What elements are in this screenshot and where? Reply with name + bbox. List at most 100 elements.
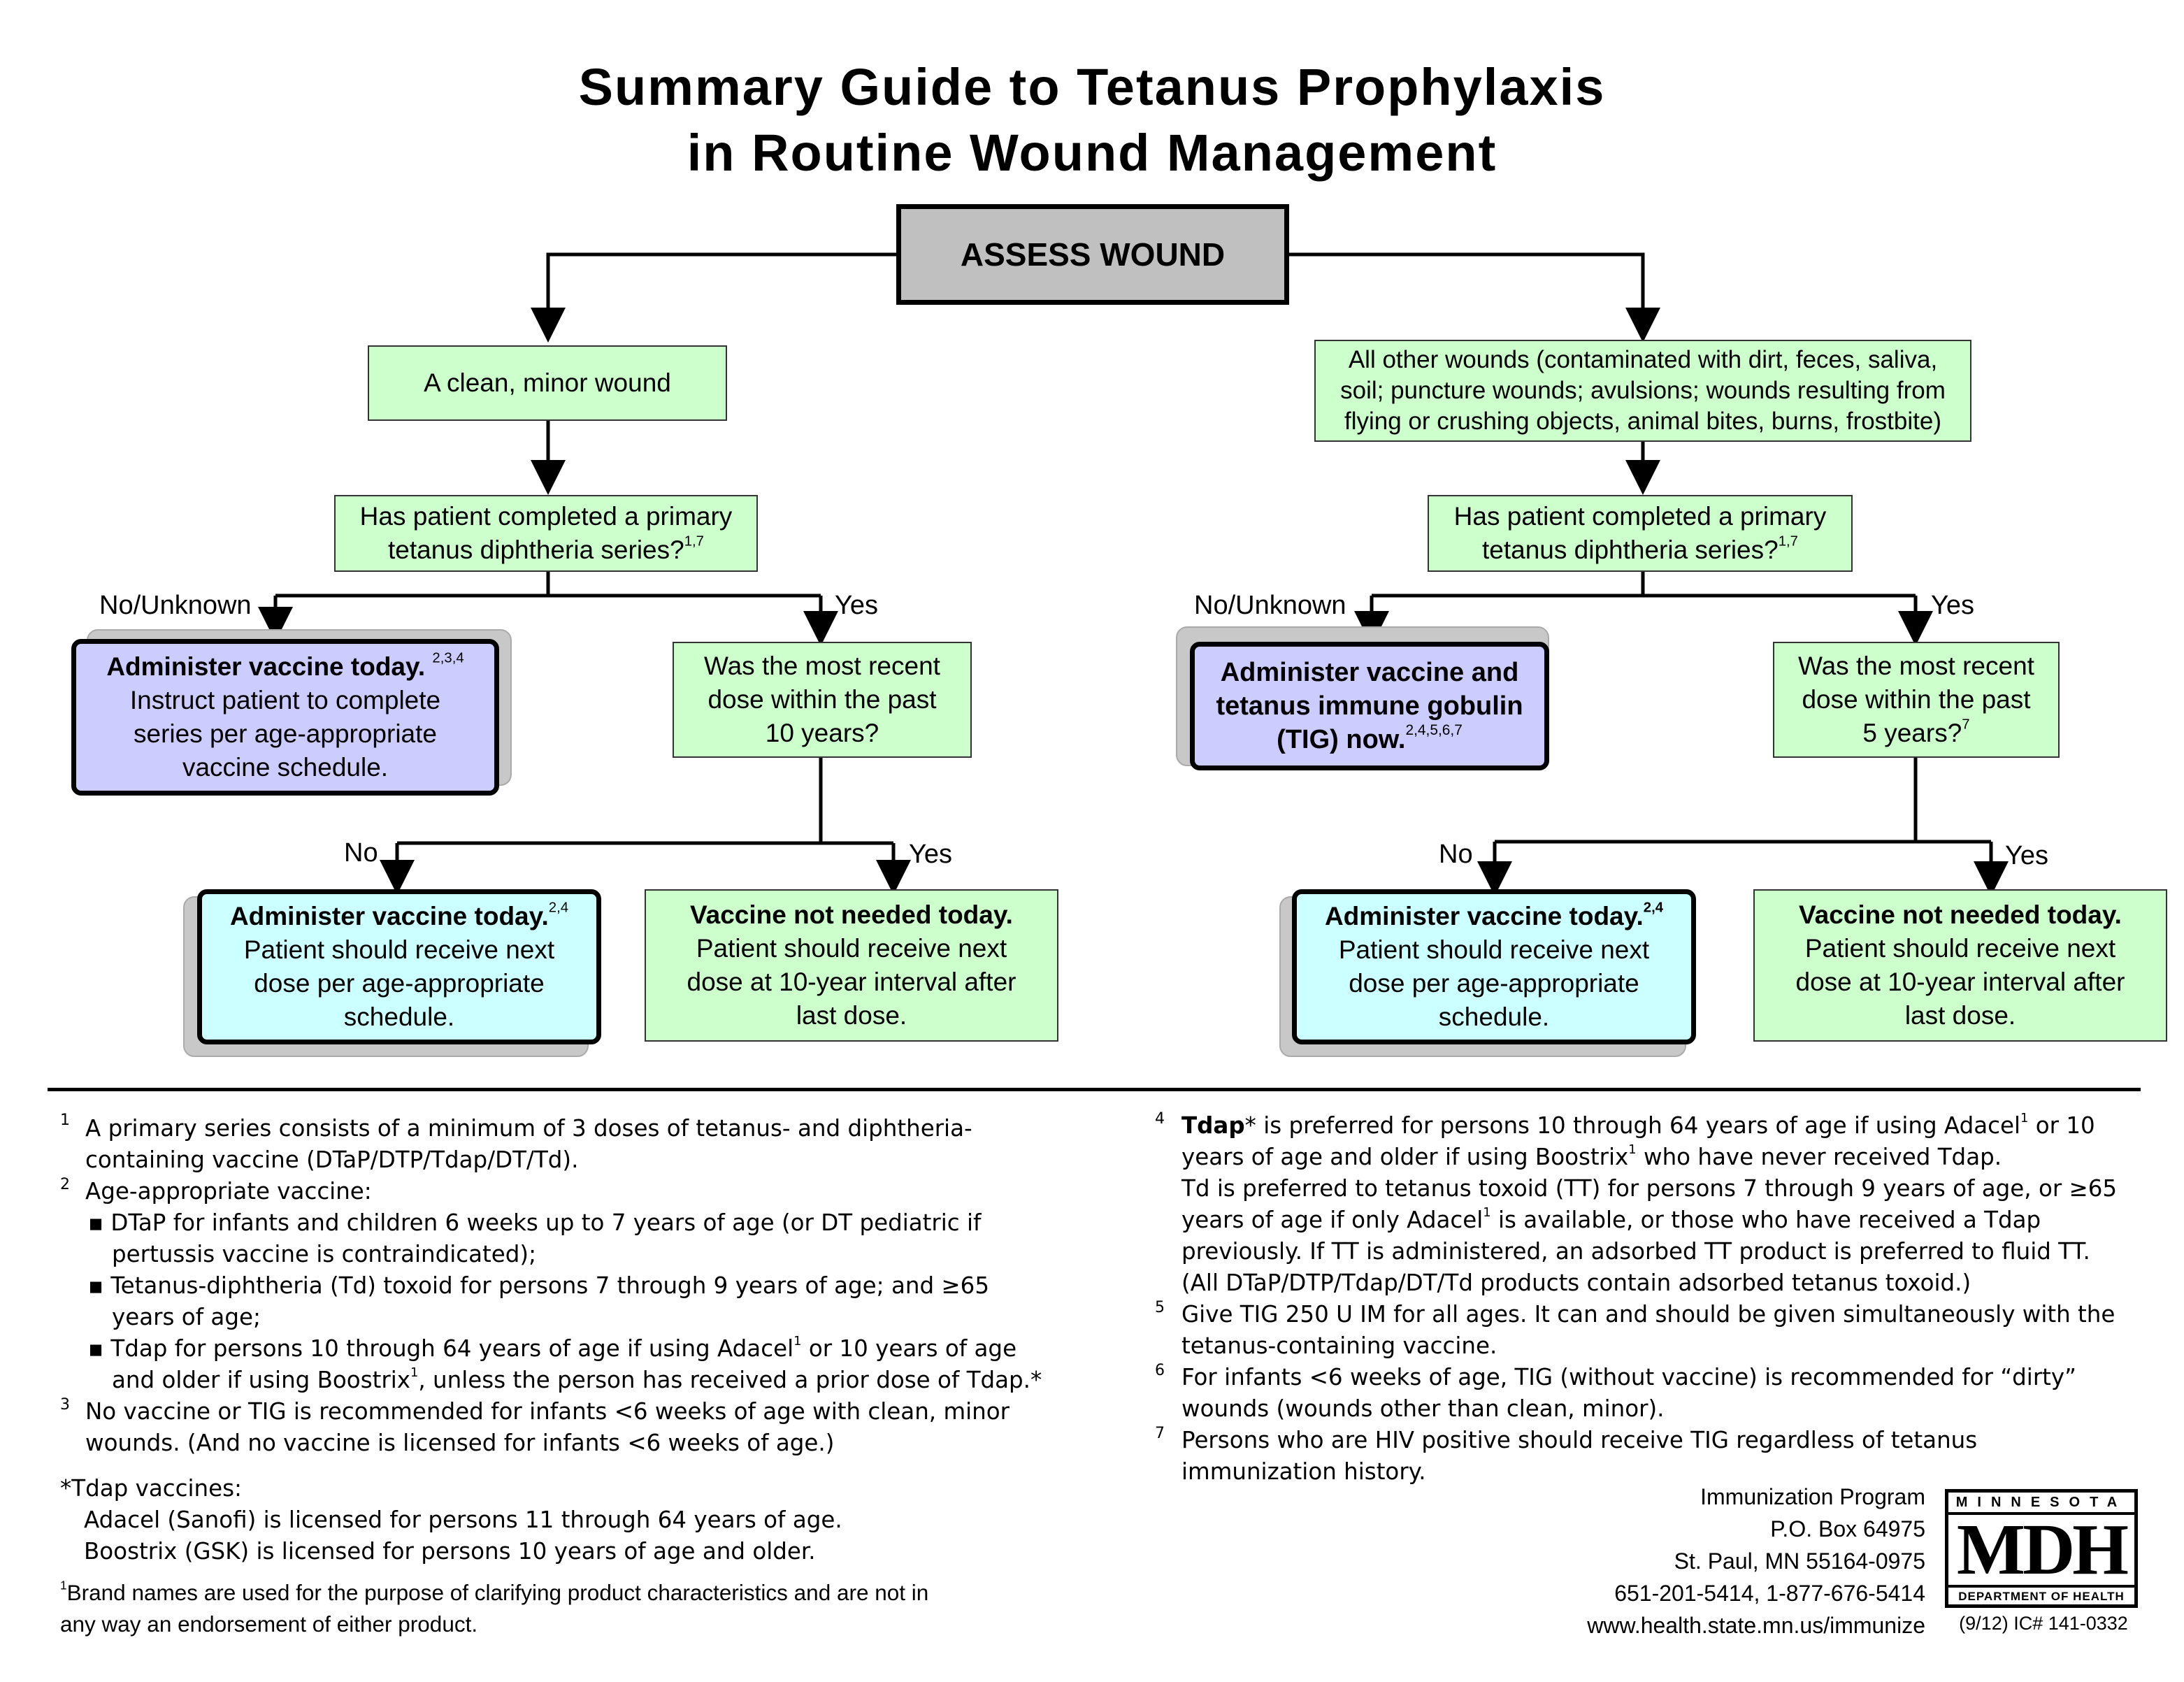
footnote-1: A primary series consists of a minimum o… — [60, 1113, 1109, 1176]
footnote-3: 3 No vaccine or TIG is recommended for i… — [60, 1396, 1109, 1459]
right-wound-line1: All other wounds (contaminated with dirt… — [1348, 346, 1938, 373]
address-website[interactable]: www.health.state.mn.us/immunize — [1587, 1613, 1925, 1638]
logo-state: MINNESOTA — [1948, 1493, 2134, 1515]
right-wound-line3: flying or crushing objects, animal bites… — [1344, 408, 1941, 435]
fn2-b3-line1: ▪ Tdap for persons 10 through 64 years o… — [88, 1333, 1017, 1362]
right-yes2-label: Yes — [2005, 841, 2048, 870]
fn4-line1: Tdap* is preferred for persons 10 throug… — [1181, 1110, 2095, 1139]
connector-right-question-split — [1372, 572, 1916, 598]
address-program: Immunization Program — [1700, 1484, 1925, 1509]
left-nn-head: Vaccine not needed today. — [690, 900, 1013, 929]
right-wound-line2: soil; puncture wounds; avulsions; wounds… — [1340, 377, 1946, 404]
connector-left-q2-split — [397, 758, 893, 845]
right-next-head: Administer vaccine today.2,4 — [1324, 900, 1664, 930]
left-no2-label: No — [344, 838, 378, 868]
title-line-1: Summary Guide to Tetanus Prophylaxis — [578, 58, 1606, 116]
right-question-primary-series: Has patient completed a primary tetanus … — [1428, 495, 1853, 572]
fn1-line1: A primary series consists of a minimum o… — [85, 1115, 972, 1142]
fn2-bullet2: ▪ Tetanus-diphtheria (Td) toxoid for per… — [60, 1270, 1109, 1333]
logo-mdh: MDH — [1956, 1509, 2129, 1590]
address-po-box: P.O. Box 64975 — [1770, 1516, 1925, 1541]
assess-wound-box: ASSESS WOUND — [896, 204, 1289, 305]
right-q1-line2: tetanus diphtheria series?1,7 — [1482, 533, 1798, 564]
right-question-recent-dose: Was the most recent dose within the past… — [1773, 642, 2060, 758]
footnote-number-1: 1 — [60, 1112, 70, 1129]
brand-line1: 1Brand names are used for the purpose of… — [60, 1578, 929, 1605]
fn1-line2: containing vaccine (DTaP/DTP/Tdap/DT/Td)… — [85, 1147, 579, 1173]
footnotes-right: 4 Tdap* is preferred for persons 10 thro… — [1155, 1110, 2162, 1488]
right-tig-line2: tetanus immune gobulin — [1216, 691, 1523, 721]
right-q2-line1: Was the most recent — [1798, 652, 2034, 680]
address-city: St. Paul, MN 55164-0975 — [1674, 1548, 1925, 1574]
fn2-bullet3: ▪ Tdap for persons 10 through 64 years o… — [60, 1333, 1109, 1396]
left-next-head: Administer vaccine today.2,4 — [229, 900, 569, 930]
left-q2-line1: Was the most recent — [704, 652, 940, 680]
fn6-line1: For infants <6 weeks of age, TIG (withou… — [1181, 1364, 2076, 1390]
right-q2-line3: 5 years?7 — [1862, 717, 1970, 747]
tdap-adacel: Adacel (Sanofi) is licensed for persons … — [84, 1507, 842, 1533]
left-vac-line2: Instruct patient to complete — [129, 686, 441, 714]
fn2-b1-line1: ▪ DTaP for infants and children 6 weeks … — [88, 1209, 982, 1236]
fn2-b2-line1: ▪ Tetanus-diphtheria (Td) toxoid for per… — [88, 1272, 990, 1299]
fn4-line2: years of age and older if using Boostrix… — [1181, 1142, 2002, 1170]
footnote-number-5: 5 — [1155, 1299, 1165, 1316]
right-q2-line2: dose within the past — [1802, 685, 2031, 714]
mdh-logo: MINNESOTA MDH DEPARTMENT OF HEALTH — [1945, 1489, 2138, 1608]
left-next-line4: schedule. — [343, 1002, 455, 1031]
left-vac-head: Administer vaccine today. 2,3,4 — [106, 650, 464, 681]
left-administer-vaccine-box: Administer vaccine today. 2,3,4 Instruct… — [71, 639, 499, 796]
footnote-2: 2 Age-appropriate vaccine: ▪ DTaP for in… — [60, 1176, 1109, 1396]
left-q2-line3: 10 years? — [765, 719, 879, 747]
left-wound-box: A clean, minor wound — [368, 345, 727, 421]
left-no-unknown-label: No/Unknown — [99, 591, 252, 620]
left-nn-line2: Patient should receive next — [696, 934, 1007, 963]
right-nn-line4: last dose. — [1904, 1001, 2016, 1030]
right-administer-vaccine-tig-box: Administer vaccine and tetanus immune go… — [1190, 642, 1549, 770]
fn4-line6: (All DTaP/DTP/Tdap/DT/Td products contai… — [1181, 1270, 1971, 1296]
fn2-bullet1: ▪ DTaP for infants and children 6 weeks … — [60, 1207, 1109, 1270]
tdap-boostrix: Boostrix (GSK) is licensed for persons 1… — [84, 1538, 816, 1565]
fn7-line1: Persons who are HIV positive should rece… — [1181, 1427, 1978, 1453]
tdap-heading: *Tdap vaccines: — [60, 1475, 242, 1502]
footnote-number-4: 4 — [1155, 1110, 1165, 1128]
right-not-needed-box: Vaccine not needed today. Patient should… — [1753, 889, 2167, 1042]
footnote-7: 7 Persons who are HIV positive should re… — [1155, 1425, 2162, 1488]
connector-assess-left — [531, 252, 896, 343]
fn6-line2: wounds (wounds other than clean, minor). — [1181, 1395, 1665, 1422]
fn4-line4: years of age if only Adacel1 is availabl… — [1181, 1205, 2041, 1233]
left-yes-label: Yes — [835, 591, 878, 620]
address-block: Immunization Program P.O. Box 64975 St. … — [1587, 1481, 1925, 1641]
fn2-b2-line2: years of age; — [112, 1304, 261, 1330]
right-nn-line3: dose at 10-year interval after — [1795, 968, 2125, 996]
right-tig-line1: Administer vaccine and — [1220, 658, 1519, 687]
right-next-line2: Patient should receive next — [1338, 935, 1650, 964]
connector-left-question-split — [275, 572, 821, 598]
left-nn-line4: last dose. — [796, 1001, 907, 1030]
right-q1-line1: Has patient completed a primary — [1453, 502, 1827, 531]
left-next-line3: dose per age-appropriate — [254, 969, 545, 998]
left-q2-line2: dose within the past — [707, 685, 937, 714]
left-question-primary-series: Has patient completed a primary tetanus … — [334, 495, 758, 572]
right-nn-line2: Patient should receive next — [1804, 934, 2116, 963]
left-q1-line2: tetanus diphtheria series?1,7 — [388, 533, 704, 564]
right-no-unknown-label: No/Unknown — [1194, 591, 1346, 620]
right-tig-line3: (TIG) now.2,4,5,6,7 — [1277, 722, 1463, 754]
fn4-line5: previously. If TT is administered, an ad… — [1181, 1238, 2090, 1265]
address-phone: 651-201-5414, 1-877-676-5414 — [1614, 1581, 1925, 1606]
fn5-line1: Give TIG 250 U IM for all ages. It can a… — [1181, 1301, 2115, 1328]
left-question-recent-dose: Was the most recent dose within the past… — [673, 642, 972, 758]
footnote-number-7: 7 — [1155, 1425, 1165, 1442]
page-title: Summary Guide to Tetanus Prophylaxis in … — [0, 55, 2184, 186]
left-vac-line3: series per age-appropriate — [134, 719, 437, 748]
footnote-4: 4 Tdap* is preferred for persons 10 thro… — [1155, 1110, 2162, 1299]
fn2-b3-line2: and older if using Boostrix1, unless the… — [112, 1365, 1042, 1393]
right-next-line4: schedule. — [1438, 1002, 1550, 1031]
right-yes-label: Yes — [1931, 591, 1974, 620]
section-divider — [48, 1088, 2141, 1091]
brand-line2: any way an endorsement of either product… — [60, 1611, 478, 1637]
right-administer-next-box: Administer vaccine today.2,4 Patient sho… — [1292, 889, 1696, 1044]
left-administer-next-box: Administer vaccine today.2,4 Patient sho… — [197, 889, 601, 1044]
footnote-number-2: 2 — [60, 1176, 70, 1193]
fn2-line1: Age-appropriate vaccine: — [85, 1178, 372, 1205]
footnote-number-6: 6 — [1155, 1362, 1165, 1379]
